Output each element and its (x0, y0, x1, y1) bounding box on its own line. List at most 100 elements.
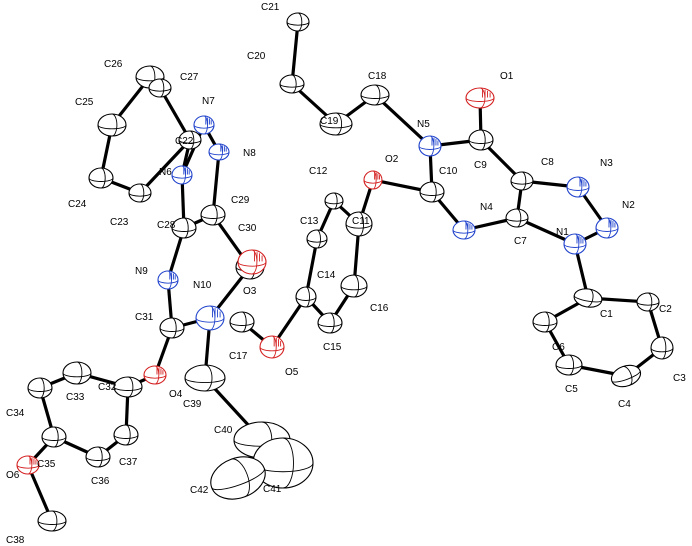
atom-label-c1: C1 (600, 309, 613, 320)
atom-label-c29: C29 (231, 195, 250, 206)
atom-ellipsoid-o6 (16, 455, 40, 475)
atom-ellipsoid-c19 (319, 112, 353, 136)
atom-label-o5: O5 (285, 367, 299, 378)
atom-ellipsoid-n8 (208, 143, 230, 161)
atom-ellipsoid-o3 (237, 249, 267, 275)
atom-label-c38: C38 (6, 535, 25, 546)
bond-n5-c18 (373, 93, 432, 148)
atom-label-n10: N10 (193, 280, 212, 291)
atom-label-c2: C2 (659, 304, 672, 315)
atom-label-c40: C40 (214, 425, 233, 436)
atom-label-c41: C41 (263, 484, 282, 495)
atom-label-c18: C18 (368, 71, 387, 82)
atom-label-c22: C22 (175, 136, 194, 147)
atom-ellipsoid-c9 (468, 129, 494, 151)
atom-ellipsoid-c25 (97, 113, 127, 137)
atom-label-c13: C13 (300, 216, 319, 227)
atom-ellipsoid-o2 (363, 170, 383, 190)
atom-label-c14: C14 (317, 270, 336, 281)
atom-ellipsoid-c24 (88, 167, 114, 189)
atom-ellipsoid-n3 (566, 176, 590, 198)
atom-ellipsoid-c29 (200, 204, 226, 226)
atom-label-n9: N9 (135, 266, 148, 277)
atom-label-o1: O1 (500, 71, 514, 82)
atom-ellipsoid-c16 (340, 274, 368, 298)
atom-ellipsoid-c14 (295, 286, 317, 308)
atom-ellipsoid-o5 (259, 335, 285, 359)
atom-ellipsoid-c3 (650, 336, 674, 360)
atom-ellipsoid-n4 (452, 220, 476, 240)
bond-c20-c21 (290, 20, 300, 86)
atom-label-c19: C19 (320, 116, 339, 127)
atom-label-c4: C4 (618, 399, 631, 410)
atom-ellipsoid-c28 (171, 217, 197, 239)
atom-ellipsoid-c8 (510, 171, 534, 191)
atom-ellipsoid-o4 (143, 365, 167, 385)
atom-label-c37: C37 (119, 457, 138, 468)
atom-label-c16: C16 (370, 303, 389, 314)
atom-ellipsoid-c37 (113, 424, 139, 446)
atom-label-n5: N5 (417, 119, 430, 130)
atom-ellipsoid-c2 (636, 292, 660, 312)
atom-ellipsoid-c13 (306, 229, 328, 249)
atom-ellipsoid-c17 (229, 311, 255, 333)
atom-label-n7: N7 (202, 96, 215, 107)
atom-label-c35: C35 (37, 459, 56, 470)
atom-label-c33: C33 (66, 392, 85, 403)
atom-ellipsoid-c42 (210, 456, 266, 500)
atom-label-o6: O6 (6, 470, 20, 481)
atom-ellipsoid-n9 (157, 270, 179, 290)
atom-ellipsoid-c12 (324, 192, 344, 210)
atom-label-c34: C34 (6, 408, 25, 419)
atom-label-n3: N3 (600, 158, 613, 169)
atom-label-c36: C36 (91, 476, 110, 487)
bond-c27-c22 (158, 86, 192, 142)
atom-ellipsoid-c41 (252, 437, 314, 489)
atom-ellipsoid-c38 (37, 510, 67, 532)
atom-ellipsoid-c18 (360, 84, 390, 106)
atom-label-c7: C7 (514, 236, 527, 247)
atom-label-c26: C26 (104, 59, 123, 70)
atom-label-c11: C11 (352, 216, 370, 227)
atom-label-c24: C24 (68, 199, 87, 210)
atom-label-n1: N1 (556, 227, 569, 238)
atom-label-c42: C42 (190, 485, 209, 496)
atom-ellipsoid-c4 (610, 364, 642, 388)
atom-label-c32: C32 (98, 382, 117, 393)
atom-ellipsoid-o1 (465, 87, 495, 109)
atom-ellipsoid-c11 (345, 211, 373, 237)
atom-label-c31: C31 (135, 312, 154, 323)
atom-ellipsoid-c35 (41, 426, 67, 448)
atom-ellipsoid-c1 (573, 288, 603, 308)
atom-label-c20: C20 (247, 51, 266, 62)
atom-ellipsoid-c22 (178, 130, 202, 150)
atom-label-n2: N2 (622, 200, 635, 211)
atom-ellipsoid-n10 (195, 305, 225, 331)
atom-ellipsoid-c21 (286, 12, 310, 32)
atom-ellipsoid-n7 (193, 115, 215, 135)
atom-ellipsoid-c5 (555, 354, 583, 376)
atom-label-n8: N8 (243, 148, 256, 159)
atom-label-c17: C17 (229, 351, 248, 362)
atom-layer (16, 12, 674, 532)
atom-label-c30: C30 (238, 223, 257, 234)
bond-c22-c23 (138, 138, 192, 195)
atom-ellipsoid-n1 (563, 233, 587, 255)
atom-label-c3: C3 (673, 373, 686, 384)
atom-ellipsoid-c32 (113, 376, 143, 398)
atom-label-c21: C21 (261, 2, 280, 13)
atom-label-c12: C12 (309, 166, 328, 177)
atom-ellipsoid-c23 (128, 183, 152, 203)
atom-label-o4: O4 (169, 389, 183, 400)
atom-ellipsoid-c39 (184, 364, 226, 392)
atom-label-c27: C27 (180, 72, 199, 83)
atom-ellipsoid-c15 (317, 312, 343, 334)
atom-label-o2: O2 (385, 154, 399, 165)
atom-ellipsoid-c27 (148, 78, 172, 98)
atom-label-c9: C9 (474, 160, 487, 171)
atom-ellipsoid-c10 (419, 181, 445, 203)
bond-layer (26, 20, 664, 523)
atom-label-n6: N6 (159, 167, 172, 178)
